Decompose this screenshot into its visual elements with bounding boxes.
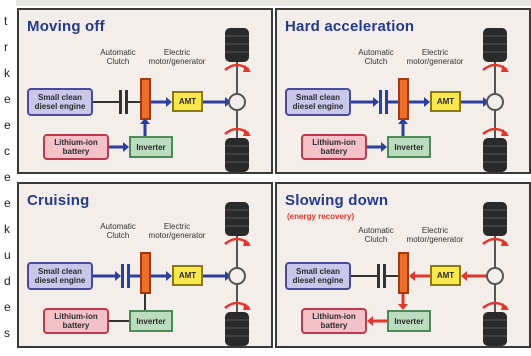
amt-box: AMT [430, 265, 461, 286]
panel-title: Slowing down [285, 192, 389, 209]
panel-title: Moving off [27, 18, 105, 35]
amt-box: AMT [172, 91, 203, 112]
battery-box: Lithium-ion battery [43, 134, 109, 160]
motor-label: Electric motor/generator [148, 222, 206, 240]
inverter-box: Inverter [129, 310, 173, 332]
clutch-label: Automatic Clutch [100, 222, 136, 240]
battery-box: Lithium-ion battery [301, 308, 367, 334]
panel-subtitle: (energy recovery) [287, 212, 355, 221]
diesel-engine-box: Small clean diesel engine [27, 262, 93, 290]
panel-flow-diagram [93, 202, 251, 346]
margin-fragment: e [4, 196, 11, 210]
motor-label: Electric motor/generator [406, 226, 464, 244]
battery-box: Lithium-ion battery [301, 134, 367, 160]
amt-box: AMT [172, 265, 203, 286]
clutch-label: Automatic Clutch [358, 226, 394, 244]
margin-fragment: e [4, 118, 11, 132]
margin-fragment: e [4, 170, 11, 184]
inverter-box: Inverter [387, 310, 431, 332]
diesel-engine-box: Small clean diesel engine [27, 88, 93, 116]
inverter-box: Inverter [387, 136, 431, 158]
clutch-label: Automatic Clutch [358, 48, 394, 66]
inverter-box: Inverter [129, 136, 173, 158]
panel-slowing-down: Slowing down (energy recovery) Automatic… [275, 182, 531, 348]
electric-motor-box [398, 252, 409, 294]
margin-fragment: k [4, 222, 10, 236]
battery-box: Lithium-ion battery [43, 308, 109, 334]
electric-motor-box [140, 252, 151, 294]
electric-motor-box [140, 78, 151, 120]
margin-fragment: u [4, 248, 11, 262]
margin-fragment: d [4, 274, 11, 288]
panel-flow-diagram [351, 28, 509, 172]
margin-fragment: e [4, 300, 11, 314]
diesel-engine-box: Small clean diesel engine [285, 88, 351, 116]
clutch-label: Automatic Clutch [100, 48, 136, 66]
electric-motor-box [398, 78, 409, 120]
margin-fragment: r [4, 40, 8, 54]
top-cropped-strip [16, 0, 531, 6]
motor-label: Electric motor/generator [148, 48, 206, 66]
panel-flow-diagram [93, 28, 251, 172]
margin-fragment: s [4, 326, 10, 340]
margin-fragment: t [4, 14, 8, 28]
panel-title: Hard acceleration [285, 18, 415, 35]
diesel-engine-box: Small clean diesel engine [285, 262, 351, 290]
margin-fragment: k [4, 66, 10, 80]
panel-cruising: Cruising Automatic Clutch Electric motor… [17, 182, 273, 348]
amt-box: AMT [430, 91, 461, 112]
panel-hard-acceleration: Hard acceleration Automatic Clutch Elect… [275, 8, 531, 174]
margin-fragment: e [4, 92, 11, 106]
margin-fragment: c [4, 144, 10, 158]
panel-flow-diagram [351, 202, 509, 346]
motor-label: Electric motor/generator [406, 48, 464, 66]
panel-title: Cruising [27, 192, 90, 209]
panel-moving-off: Moving off Automatic Clutch Electric mot… [17, 8, 273, 174]
